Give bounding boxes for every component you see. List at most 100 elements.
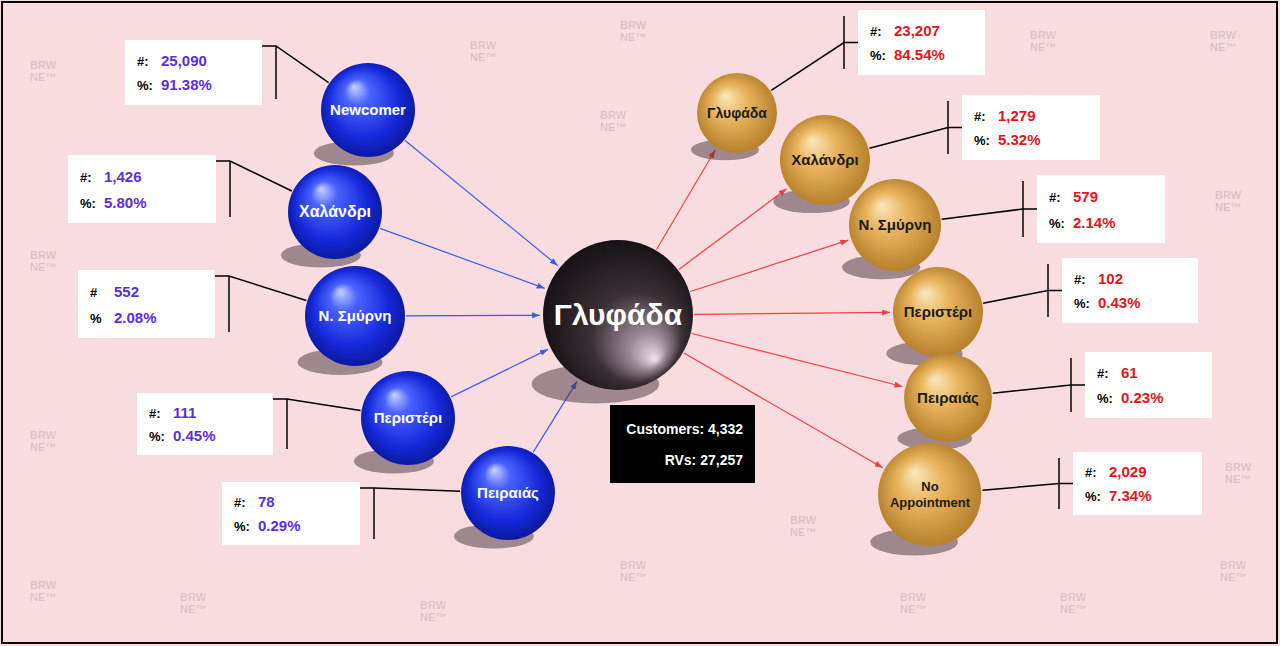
callout-row: #:25,090 (137, 52, 250, 69)
count-symbol: #: (870, 24, 892, 39)
sphere-label-block: Ν. Σμύρνη (859, 216, 932, 234)
location-sphere: Περιστέρι (361, 371, 455, 465)
count-value: 2,029 (1109, 463, 1147, 480)
sphere-label: Πειραιάς (917, 389, 979, 407)
count-value: 5.32% (998, 131, 1041, 148)
leader-line (771, 43, 858, 91)
callout-row: #552 (90, 283, 203, 300)
count-callout: #:1,426%:5.80% (68, 155, 216, 223)
count-symbol: %: (80, 196, 102, 211)
count-symbol: %: (137, 78, 159, 93)
flow-arrow (694, 312, 890, 314)
leader-line (983, 291, 1062, 304)
leader-line (215, 276, 306, 301)
count-symbol: # (90, 285, 112, 300)
count-value: 1,426 (104, 168, 142, 185)
watermark-text: BRW NE™ (30, 430, 56, 453)
location-sphere: Πειραιάς (904, 354, 992, 442)
sphere-body (288, 165, 382, 259)
watermark-text: BRW NE™ (790, 515, 816, 538)
count-symbol: #: (234, 495, 256, 510)
leader-line (982, 484, 1073, 491)
callout-row: #:1,426 (80, 168, 204, 185)
watermark-text: BRW NE™ (1225, 462, 1251, 485)
callout-row: #:1,279 (974, 107, 1088, 124)
callout-row: %:91.38% (137, 76, 250, 93)
location-sphere: Ν. Σμύρνη (849, 179, 941, 271)
bracket-line (275, 46, 277, 99)
count-value: 84.54% (894, 46, 945, 63)
callout-row: #:2,029 (1085, 463, 1190, 480)
count-value: 78 (258, 493, 275, 510)
sphere-body (780, 115, 870, 205)
count-symbol: %: (1097, 391, 1119, 406)
count-callout: #:2,029 %:7.34% (1073, 452, 1202, 515)
sphere-label-block: Περιστέρι (374, 409, 443, 427)
sphere-label-block: Γλυφάδα (554, 297, 682, 333)
count-symbol: #: (1097, 366, 1119, 381)
count-symbol: %: (1085, 489, 1107, 504)
leader-line (273, 399, 361, 411)
sphere-label-block: Πειραιάς (477, 484, 539, 502)
count-value: 5.80% (104, 194, 147, 211)
bracket-line (229, 161, 231, 217)
count-callout: #:102%:0.43% (1062, 258, 1198, 323)
count-callout: #552%2.08% (78, 270, 215, 338)
leader-line (869, 128, 962, 149)
watermark-text: BRW NE™ (1220, 560, 1246, 583)
count-symbol: %: (1074, 296, 1096, 311)
sphere-label-block: No Appointment (885, 479, 975, 510)
count-symbol: #: (1074, 272, 1096, 287)
callout-row: %:0.45% (149, 427, 261, 444)
count-value: 0.43% (1098, 294, 1141, 311)
count-value: 0.29% (258, 517, 301, 534)
watermark-text: BRW NE™ (620, 560, 646, 583)
sphere-label-block: Γλυφάδα (707, 105, 767, 122)
sphere-body (878, 443, 981, 546)
sphere-label: Γλυφάδα (707, 105, 767, 122)
watermark-text: BRW NE™ (180, 592, 206, 615)
leader-line (942, 209, 1037, 219)
count-value: 2.08% (114, 309, 157, 326)
count-callout: #:111%:0.45% (137, 393, 273, 455)
sphere-label: No Appointment (885, 479, 975, 510)
watermark-text: BRW NE™ (1060, 592, 1086, 615)
count-symbol: % (90, 311, 112, 326)
flow-arrow (406, 315, 540, 317)
sphere-body (904, 354, 992, 442)
summary-box: Customers: 4,332RVs: 27,257 (610, 405, 755, 483)
sphere-body (461, 446, 555, 540)
watermark-text: BRW NE™ (620, 20, 646, 43)
callout-row: #:579 (1049, 188, 1153, 205)
watermark-text: BRW NE™ (30, 60, 56, 83)
callout-row: %:5.32% (974, 131, 1088, 148)
count-callout: #:579%:2.14% (1037, 175, 1165, 243)
count-symbol: %: (149, 429, 171, 444)
location-sphere: Ν. Σμύρνη (305, 266, 405, 366)
watermark-text: BRW NE™ (600, 110, 626, 133)
bracket-line (373, 488, 375, 539)
count-value: 111 (173, 404, 196, 421)
count-callout: #:23,207%:84.54% (858, 10, 985, 75)
sphere-label-block: Περιστέρι (904, 303, 973, 321)
flow-arrow (380, 228, 545, 288)
sphere-label: Χαλάνδρι (791, 151, 859, 169)
callout-row: %:0.23% (1097, 389, 1200, 406)
watermark-text: BRW NE™ (30, 250, 56, 273)
location-sphere: Περιστέρι (893, 267, 983, 357)
count-value: 579 (1073, 188, 1098, 205)
watermark-text: BRW NE™ (1030, 30, 1056, 53)
summary-text: RVs: 27,257 (665, 452, 743, 468)
callout-row: %:0.43% (1074, 294, 1186, 311)
count-symbol: %: (870, 48, 892, 63)
watermark-text: BRW NE™ (30, 580, 56, 603)
count-symbol: %: (1049, 216, 1071, 231)
location-sphere: Γλυφάδα (543, 240, 693, 390)
sphere-label: Πειραιάς (477, 484, 539, 502)
callout-row: %:7.34% (1085, 487, 1190, 504)
leader-line (216, 161, 292, 191)
sphere-label: Χαλάνδρι (299, 202, 371, 221)
count-value: 0.23% (1121, 389, 1164, 406)
callout-row: #:78 (234, 493, 348, 510)
